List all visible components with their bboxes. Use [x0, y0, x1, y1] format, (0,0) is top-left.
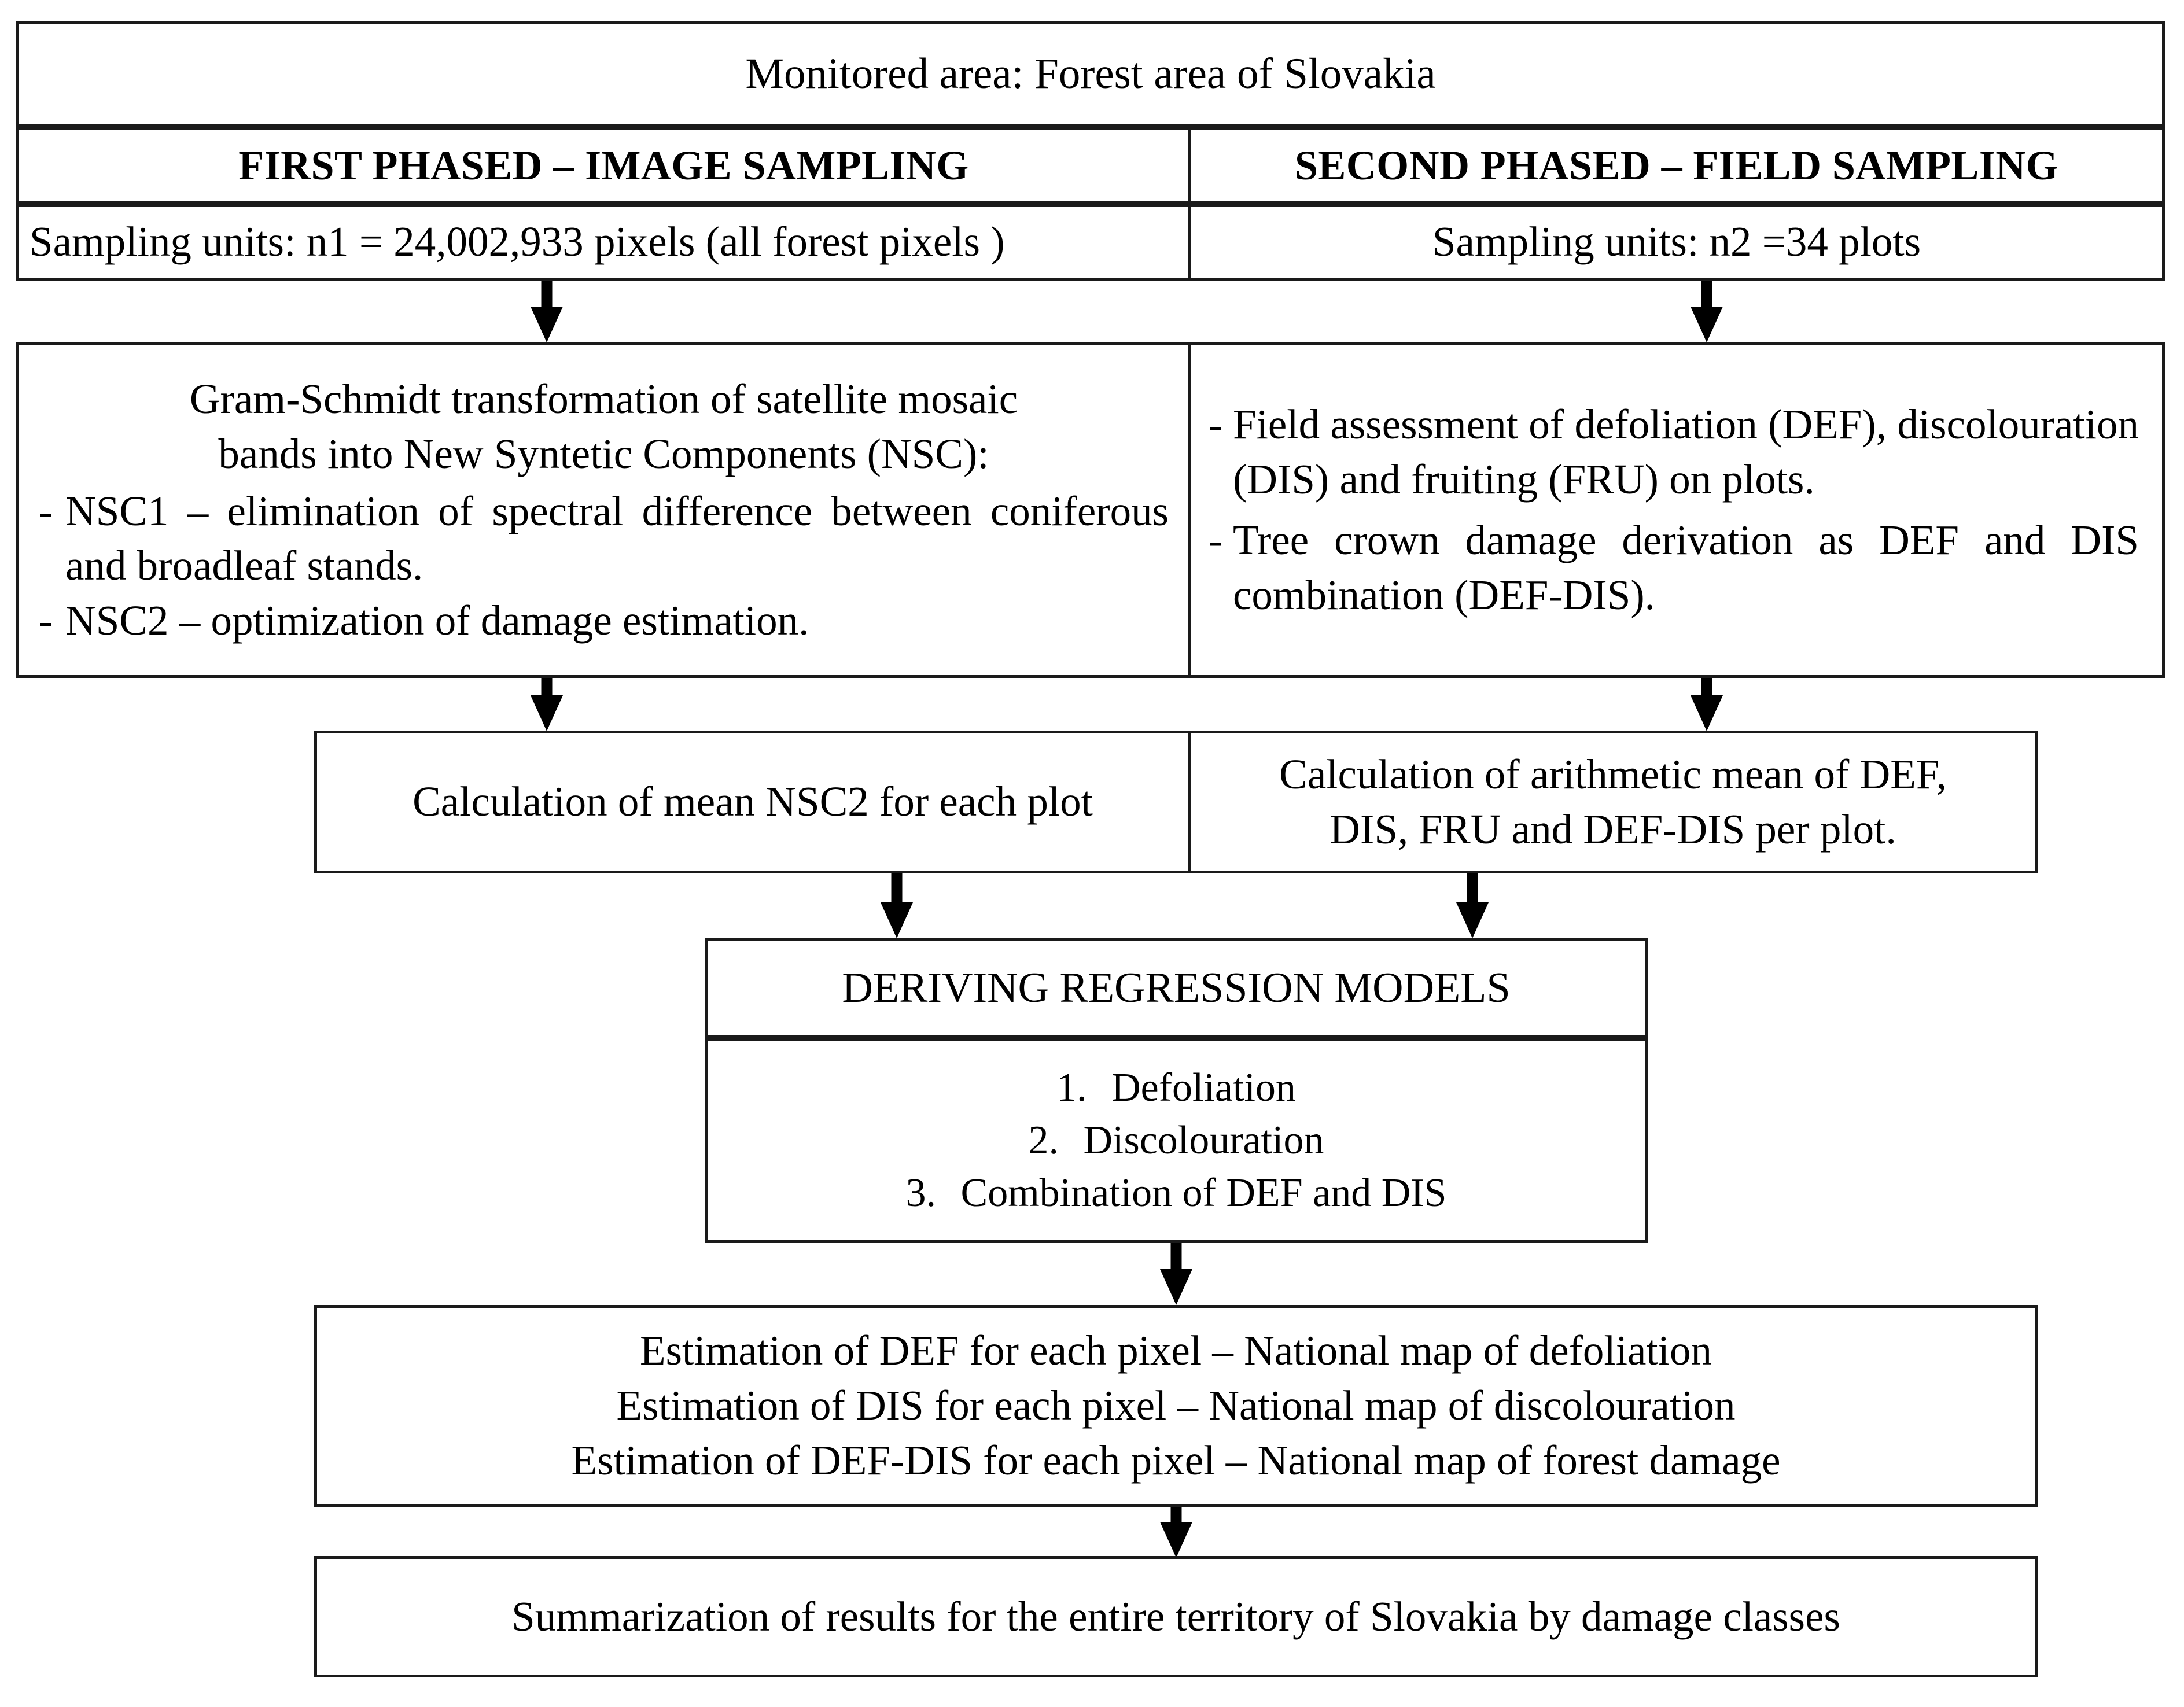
- arrow-field-assessment-to-calc-mean: [1689, 678, 1724, 731]
- bullet-marker: -: [39, 597, 53, 644]
- bullet-marker: -: [1209, 517, 1223, 563]
- phase-two-header-box: SECOND PHASED – FIELD SAMPLING: [1188, 127, 2165, 204]
- gram-schmidt-intro-line-2: bands into New Syntetic Components (NSC)…: [218, 430, 989, 477]
- estimation-line: Estimation of DEF for each pixel – Natio…: [640, 1327, 1712, 1374]
- list-item: - NSC2 – optimization of damage estimati…: [39, 593, 1169, 648]
- sampling-units-right-label: Sampling units: n2 =34 plots: [1432, 218, 1921, 266]
- list-item: - NSC1 – elimination of spectral differe…: [39, 484, 1169, 594]
- estimation-box: Estimation of DEF for each pixel – Natio…: [314, 1305, 2038, 1507]
- model-number: 1.: [1056, 1066, 1087, 1110]
- model-number: 2.: [1028, 1118, 1059, 1163]
- phase-two-header-label: SECOND PHASED – FIELD SAMPLING: [1294, 142, 2059, 189]
- summary-box: Summarization of results for the entire …: [314, 1556, 2038, 1677]
- arrow-sampling-to-gram-schmidt: [529, 281, 564, 342]
- calculation-arithmetic-mean-line-1: Calculation of arithmetic mean of DEF,: [1279, 750, 1947, 798]
- list-item: 2. Discolouration: [723, 1114, 1630, 1167]
- field-assessment-content: - Field assessment of defoliation (DEF),…: [1191, 397, 2162, 623]
- bullet-text: NSC2 – optimization of damage estimation…: [65, 597, 809, 644]
- arrow-regression-to-estimation: [1159, 1243, 1194, 1305]
- list-item: 3. Combination of DEF and DIS: [723, 1167, 1630, 1219]
- bullet-marker: -: [1209, 401, 1223, 448]
- list-item: 1. Defoliation: [723, 1061, 1630, 1114]
- calculation-arithmetic-mean-box: Calculation of arithmetic mean of DEF, D…: [1188, 731, 2038, 873]
- regression-models-box: 1. Defoliation 2. Discolouration 3. Comb…: [705, 1038, 1648, 1243]
- sampling-units-left-box: Sampling units: n1 = 24,002,933 pixels (…: [16, 204, 1191, 281]
- regression-heading-label: DERIVING REGRESSION MODELS: [842, 964, 1511, 1012]
- bullet-text: NSC1 – elimination of spectral differenc…: [65, 487, 1169, 589]
- gram-schmidt-box: Gram-Schmidt transformation of satellite…: [16, 342, 1191, 678]
- regression-models-list: 1. Defoliation 2. Discolouration 3. Comb…: [708, 1061, 1645, 1219]
- phase-one-header-box: FIRST PHASED – IMAGE SAMPLING: [16, 127, 1191, 204]
- arrow-estimation-to-summary: [1159, 1507, 1194, 1558]
- model-label: Defoliation: [1111, 1066, 1296, 1110]
- bullet-text: Tree crown damage derivation as DEF and …: [1233, 517, 2139, 618]
- bullet-text: Field assessment of defoliation (DEF), d…: [1233, 401, 2139, 503]
- model-label: Discolouration: [1083, 1118, 1324, 1163]
- model-label: Combination of DEF and DIS: [960, 1171, 1447, 1215]
- estimation-line: Estimation of DIS for each pixel – Natio…: [616, 1382, 1736, 1429]
- summary-label: Summarization of results for the entire …: [511, 1592, 1840, 1640]
- phase-one-header-label: FIRST PHASED – IMAGE SAMPLING: [238, 142, 969, 189]
- calculation-nsc2-box: Calculation of mean NSC2 for each plot: [314, 731, 1191, 873]
- arrow-sampling-to-field-assessment: [1689, 281, 1724, 342]
- regression-heading-box: DERIVING REGRESSION MODELS: [705, 938, 1648, 1038]
- arrow-calc-nsc2-to-regression: [879, 873, 914, 938]
- list-item: - Field assessment of defoliation (DEF),…: [1209, 397, 2139, 507]
- sampling-units-left-label: Sampling units: n1 = 24,002,933 pixels (…: [30, 218, 1005, 266]
- bullet-marker: -: [39, 487, 53, 534]
- sampling-units-right-box: Sampling units: n2 =34 plots: [1188, 204, 2165, 281]
- estimation-line: Estimation of DEF-DIS for each pixel – N…: [571, 1436, 1781, 1484]
- field-assessment-box: - Field assessment of defoliation (DEF),…: [1188, 342, 2165, 678]
- model-number: 3.: [905, 1171, 937, 1215]
- calculation-nsc2-label: Calculation of mean NSC2 for each plot: [413, 778, 1093, 825]
- calculation-arithmetic-mean-content: Calculation of arithmetic mean of DEF, D…: [1191, 747, 2035, 857]
- arrow-gram-schmidt-to-calc-nsc2: [529, 678, 564, 731]
- arrow-calc-mean-to-regression: [1455, 873, 1490, 938]
- monitored-area-label: Monitored area: Forest area of Slovakia: [745, 50, 1436, 98]
- calculation-arithmetic-mean-line-2: DIS, FRU and DEF-DIS per plot.: [1329, 805, 1896, 853]
- monitored-area-box: Monitored area: Forest area of Slovakia: [16, 21, 2165, 127]
- estimation-lines: Estimation of DEF for each pixel – Natio…: [317, 1323, 2035, 1488]
- list-item: - Tree crown damage derivation as DEF an…: [1209, 513, 2139, 623]
- gram-schmidt-intro-line-1: Gram-Schmidt transformation of satellite…: [189, 375, 1018, 422]
- gram-schmidt-content: Gram-Schmidt transformation of satellite…: [19, 372, 1188, 648]
